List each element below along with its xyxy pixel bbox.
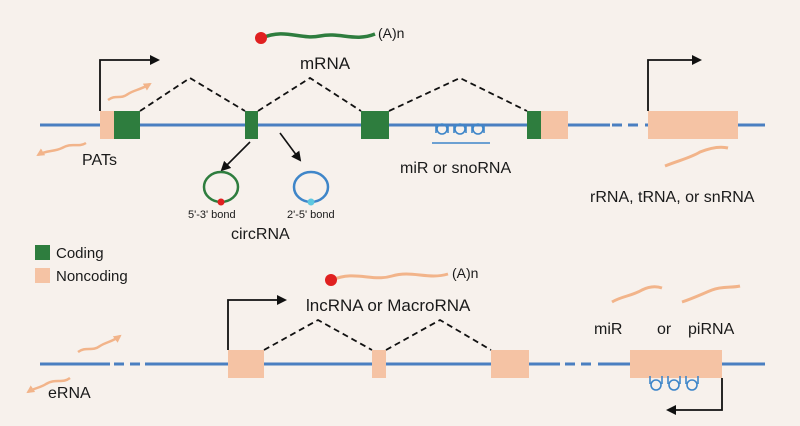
legend: Coding Noncoding — [35, 245, 128, 285]
hairpin — [472, 123, 484, 135]
antisense-promoter-arrow — [666, 378, 723, 415]
hairpin — [454, 123, 466, 135]
splice-junction — [139, 76, 246, 112]
bond-53-label: 5'-3' bond — [188, 209, 236, 221]
noncoding-gene-block — [648, 111, 738, 139]
coding-exon — [245, 111, 258, 139]
or-label: or — [657, 321, 672, 338]
noncoding-exon — [100, 111, 114, 139]
noncoding-gene-block — [630, 350, 722, 378]
lncrna-transcript: (A)n lncRNA or MacroRNA — [306, 265, 478, 315]
hairpin — [650, 379, 662, 391]
splice-junction — [257, 76, 362, 112]
lncrna-polya-label: (A)n — [452, 265, 478, 281]
splice-junction — [263, 318, 373, 351]
mrna-strand — [261, 32, 376, 40]
mir-label: miR — [594, 321, 622, 338]
bottom-splice-lines — [263, 318, 492, 351]
noncoding-exon — [372, 350, 386, 378]
rrna-label: rRNA, tRNA, or snRNA — [590, 189, 755, 206]
promoter-arrow — [227, 295, 287, 350]
circrna-label: circRNA — [231, 226, 290, 243]
pat-sense-rna — [107, 82, 152, 102]
erna-label: eRNA — [48, 385, 91, 402]
bond-dot-red — [217, 198, 225, 206]
circrna-group: 5'-3' bond 2'-5' bond circRNA — [188, 170, 335, 243]
legend-noncoding-swatch — [35, 268, 50, 283]
mir-pirna-group: miR or piRNA — [594, 284, 741, 338]
top-exons — [100, 111, 738, 139]
pirna-strand — [681, 284, 741, 304]
legend-coding-label: Coding — [56, 245, 104, 262]
circrna-loop-blue — [292, 170, 330, 204]
mir-strand — [611, 285, 663, 304]
hairpin — [668, 379, 680, 391]
pats-label: PATs — [82, 152, 117, 169]
lncrna-strand — [331, 272, 449, 282]
lncrna-cap — [325, 274, 337, 286]
top-hairpins — [432, 123, 490, 144]
splice-junction — [385, 318, 492, 351]
mir-sno-label: miR or snoRNA — [400, 160, 511, 177]
circ-arrow-right — [279, 132, 302, 162]
coding-exon — [114, 111, 140, 139]
coding-exon — [361, 111, 389, 139]
erna-sense — [77, 334, 122, 354]
noncoding-exon — [541, 111, 568, 139]
bond-25-label: 2'-5' bond — [287, 209, 335, 221]
top-splice-lines — [139, 76, 528, 112]
erna-antisense — [26, 376, 71, 394]
rrna-strand — [664, 145, 729, 168]
promoter-arrow — [99, 55, 160, 111]
coding-exon — [527, 111, 541, 139]
bottom-exons — [228, 350, 722, 378]
pirna-label: piRNA — [688, 321, 735, 338]
bond-dot-cyan — [307, 198, 315, 206]
mrna-label: mRNA — [300, 54, 351, 73]
bottom-hairpins — [649, 376, 699, 391]
hairpin — [436, 123, 448, 135]
pats-rnas: PATs — [36, 82, 152, 169]
splice-junction — [388, 77, 528, 112]
lncrna-label: lncRNA or MacroRNA — [306, 296, 471, 315]
erna-group: eRNA — [26, 334, 122, 402]
circrna-loop-green — [202, 170, 240, 204]
pat-antisense-rna — [36, 141, 87, 157]
legend-coding-swatch — [35, 245, 50, 260]
noncoding-exon — [491, 350, 529, 378]
promoter-arrow — [647, 55, 702, 111]
hairpin — [686, 379, 698, 391]
legend-noncoding-label: Noncoding — [56, 268, 128, 285]
mrna-cap — [255, 32, 267, 44]
noncoding-exon — [228, 350, 264, 378]
mrna-transcript: (A)n mRNA — [255, 25, 404, 73]
circ-arrow-left — [220, 141, 251, 172]
mrna-polya-label: (A)n — [378, 25, 404, 41]
